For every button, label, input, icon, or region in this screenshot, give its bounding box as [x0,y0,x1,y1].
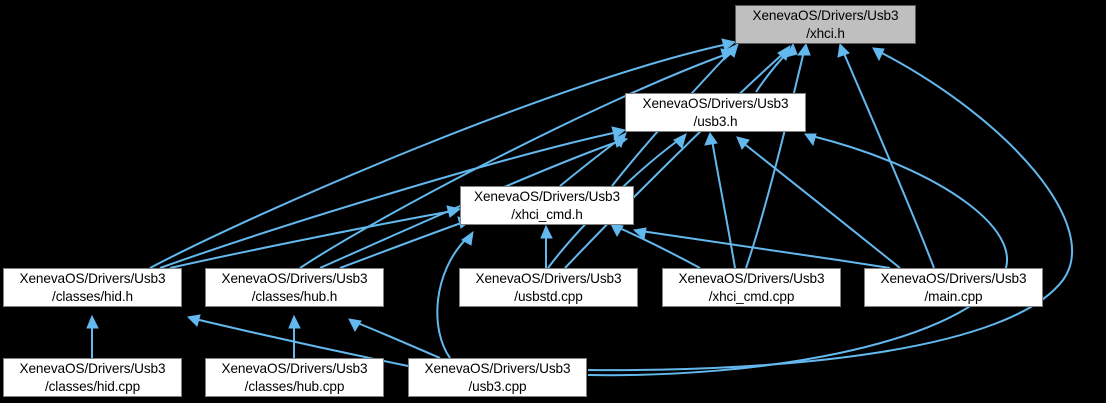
node-xhci-cmd-cpp[interactable]: XenevaOS/Drivers/Usb3 /xhci_cmd.cpp [662,268,841,307]
node-classes-hub-cpp[interactable]: XenevaOS/Drivers/Usb3 /classes/hub.cpp [205,358,384,397]
edge-usb3h-to-xhcih [755,42,798,93]
node-classes-hub-h-line2: /classes/hub.h [251,288,338,304]
node-classes-hid-cpp-line2: /classes/hid.cpp [44,378,141,394]
node-usbstd-cpp-line1: XenevaOS/Drivers/Usb3 [475,270,622,286]
node-classes-hid-h[interactable]: XenevaOS/Drivers/Usb3 /classes/hid.h [3,268,182,307]
node-usb3-h-line2: /usb3.h [693,113,738,129]
node-usb3-h-line1: XenevaOS/Drivers/Usb3 [642,95,789,111]
node-xhci-cmd-cpp-line2: /xhci_cmd.cpp [708,288,795,304]
edge-xhcicmdcpp-to-usb3h [704,131,736,269]
node-classes-hid-h-line1: XenevaOS/Drivers/Usb3 [19,270,166,286]
edge-hidh-to-xhcicmdh [169,205,462,269]
edge-usbstdcpp-to-xhcih [564,44,791,269]
edge-hidh-to-xhcih [149,38,737,269]
edge-usb3cpp-to-xhcicmdh [436,230,474,359]
node-main-cpp-line1: XenevaOS/Drivers/Usb3 [880,270,1027,286]
node-usb3-cpp[interactable]: XenevaOS/Drivers/Usb3 /usb3.cpp [408,358,587,397]
node-main-cpp[interactable]: XenevaOS/Drivers/Usb3 /main.cpp [864,268,1043,307]
edge-hubh-to-xhcicmdh [339,216,473,269]
node-usbstd-cpp[interactable]: XenevaOS/Drivers/Usb3 /usbstd.cpp [459,268,638,307]
node-xhci-h-line1: XenevaOS/Drivers/Usb3 [752,7,899,23]
node-xhci-h-line2: /xhci.h [806,25,845,41]
edge-hidh-to-usb3h [159,126,627,269]
node-usbstd-cpp-line2: /usbstd.cpp [514,288,583,304]
node-classes-hid-cpp-line1: XenevaOS/Drivers/Usb3 [19,360,166,376]
node-main-cpp-line2: /main.cpp [924,288,983,304]
edge-hubcpp-to-hubh [288,314,301,359]
edge-usbstdcpp-to-xhcicmdh [540,224,553,268]
node-xhci-cmd-h-line1: XenevaOS/Drivers/Usb3 [474,188,620,204]
node-usb3-cpp-line2: /usb3.cpp [468,378,527,394]
edge-usb3cpp-to-hubh [348,318,441,359]
node-classes-hub-cpp-line1: XenevaOS/Drivers/Usb3 [221,360,368,376]
node-usb3-cpp-line1: XenevaOS/Drivers/Usb3 [424,360,571,376]
node-classes-hub-cpp-line2: /classes/hub.cpp [244,378,345,394]
edge-xhcicmdcpp-to-xhcih [745,42,811,269]
node-xhci-h[interactable]: XenevaOS/Drivers/Usb3 /xhci.h [735,5,916,44]
node-xhci-cmd-cpp-line1: XenevaOS/Drivers/Usb3 [678,270,825,286]
edge-xhcicmdcpp-to-xhcicmdh [610,223,701,269]
edge-hidcpp-to-hidh [86,314,99,358]
edge-maincpp-to-xhcicmdh [632,227,891,269]
node-usb3-h[interactable]: XenevaOS/Drivers/Usb3 /usb3.h [625,93,806,132]
edge-hubh-to-xhcih [299,48,736,269]
edge-maincpp-to-usb3h [736,136,901,269]
node-classes-hub-h[interactable]: XenevaOS/Drivers/Usb3 /classes/hub.h [205,268,384,307]
node-xhci-cmd-h-line2: /xhci_cmd.h [511,206,583,222]
node-classes-hid-cpp[interactable]: XenevaOS/Drivers/Usb3 /classes/hid.cpp [3,358,182,397]
node-classes-hid-h-line2: /classes/hid.h [52,288,133,304]
edge-maincpp-to-xhcih [837,42,935,269]
node-xhci-cmd-h[interactable]: XenevaOS/Drivers/Usb3 /xhci_cmd.h [460,186,634,225]
node-classes-hub-h-line1: XenevaOS/Drivers/Usb3 [221,270,368,286]
